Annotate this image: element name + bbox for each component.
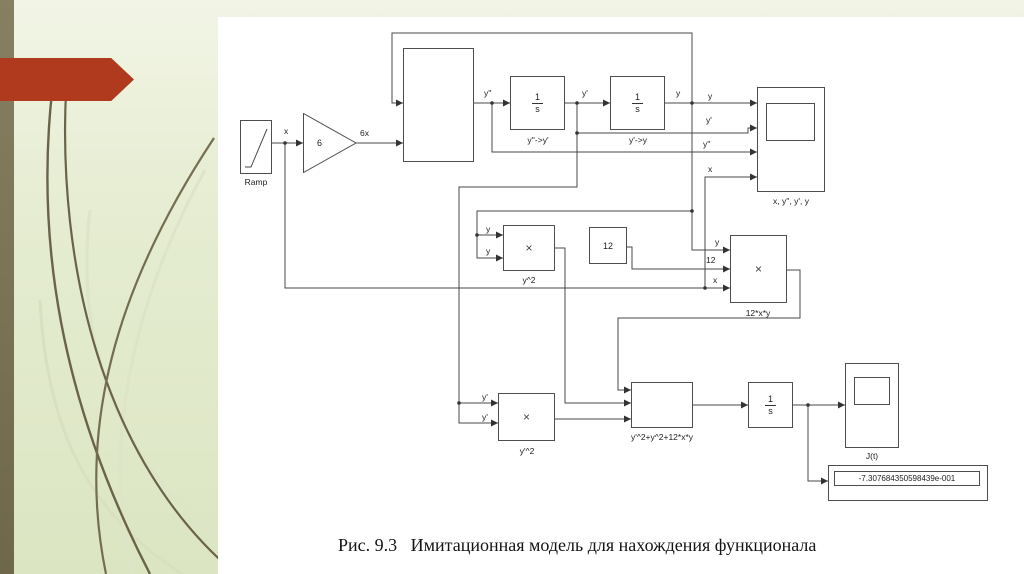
- yd2-input-label-2: y': [482, 412, 488, 422]
- display-value: -7.307684350598439e-001: [858, 474, 956, 483]
- scope-main-label: x, y'', y', y: [772, 196, 810, 206]
- sum-label: y'^2+y^2+12*x*y: [630, 432, 694, 442]
- signal-label-y: y: [676, 88, 681, 98]
- signal-label-ydd: y'': [484, 88, 492, 98]
- integrator3-denominator: s: [765, 404, 776, 416]
- scope-main-screen: [766, 103, 815, 141]
- gain-value: 6: [317, 138, 323, 148]
- subsystem-block: [403, 48, 474, 162]
- left-stripe-decoration: [0, 0, 14, 574]
- product-yd2-label: y'^2: [519, 446, 535, 456]
- signal-label-yd: y': [582, 88, 588, 98]
- integrator3-transfer-function: 1 s: [765, 394, 776, 416]
- integrator1-label: y''->y': [527, 135, 549, 145]
- integrator2-transfer-function: 1 s: [632, 92, 643, 114]
- product-y2-label: y^2: [522, 275, 536, 285]
- constant-value: 12: [602, 240, 613, 251]
- product-12xy-label: 12*x*y: [745, 308, 771, 318]
- integrator2-numerator: 1: [634, 92, 640, 103]
- yd2-input-label-1: y': [482, 392, 488, 402]
- scope-j-label: J(t): [865, 451, 879, 461]
- integrator2-denominator: s: [632, 102, 643, 114]
- p12xy-input-label-12: 12: [706, 255, 716, 265]
- product-yd2-block: ×: [498, 393, 555, 441]
- ramp-icon: [245, 128, 268, 168]
- figure-caption: Рис. 9.3 Имитационная модель для нахожде…: [338, 535, 817, 555]
- integrator3-block: 1 s: [748, 382, 793, 428]
- product-y2-symbol: ×: [525, 241, 533, 255]
- integrator1-numerator: 1: [534, 92, 540, 103]
- product-12xy-block: ×: [730, 235, 787, 303]
- integrator1-transfer-function: 1 s: [532, 92, 543, 114]
- p12xy-input-label-y: y: [715, 237, 720, 247]
- p12xy-input-label-x: x: [713, 275, 718, 285]
- integrator3-numerator: 1: [767, 394, 773, 405]
- integrator1-denominator: s: [532, 102, 543, 114]
- scope-input-label-yd: y': [706, 115, 712, 125]
- signal-label-6x: 6x: [360, 128, 369, 138]
- sum-block: [631, 382, 693, 428]
- signal-label-x: x: [284, 126, 289, 136]
- red-arrow-decoration: [0, 58, 134, 101]
- integrator1-block: 1 s: [510, 76, 565, 130]
- ramp-block: [240, 120, 272, 174]
- ramp-label: Ramp: [244, 177, 268, 187]
- product-yd2-symbol: ×: [522, 410, 530, 424]
- scope-input-label-x: x: [708, 164, 713, 174]
- y2-input-label-2: y: [486, 246, 491, 256]
- product-y2-block: ×: [503, 225, 555, 271]
- product-12xy-symbol: ×: [754, 262, 762, 276]
- y2-input-label-1: y: [486, 224, 491, 234]
- scope-input-label-y: y: [708, 91, 713, 101]
- constant-block: 12: [589, 227, 627, 264]
- scope-j-screen: [854, 377, 890, 405]
- scope-j-block: [845, 363, 899, 448]
- integrator2-label: y'->y: [629, 135, 647, 145]
- display-screen: -7.307684350598439e-001: [834, 471, 980, 486]
- gain-block: [303, 113, 357, 173]
- scope-input-label-ydd: y'': [703, 139, 711, 149]
- integrator2-block: 1 s: [610, 76, 665, 130]
